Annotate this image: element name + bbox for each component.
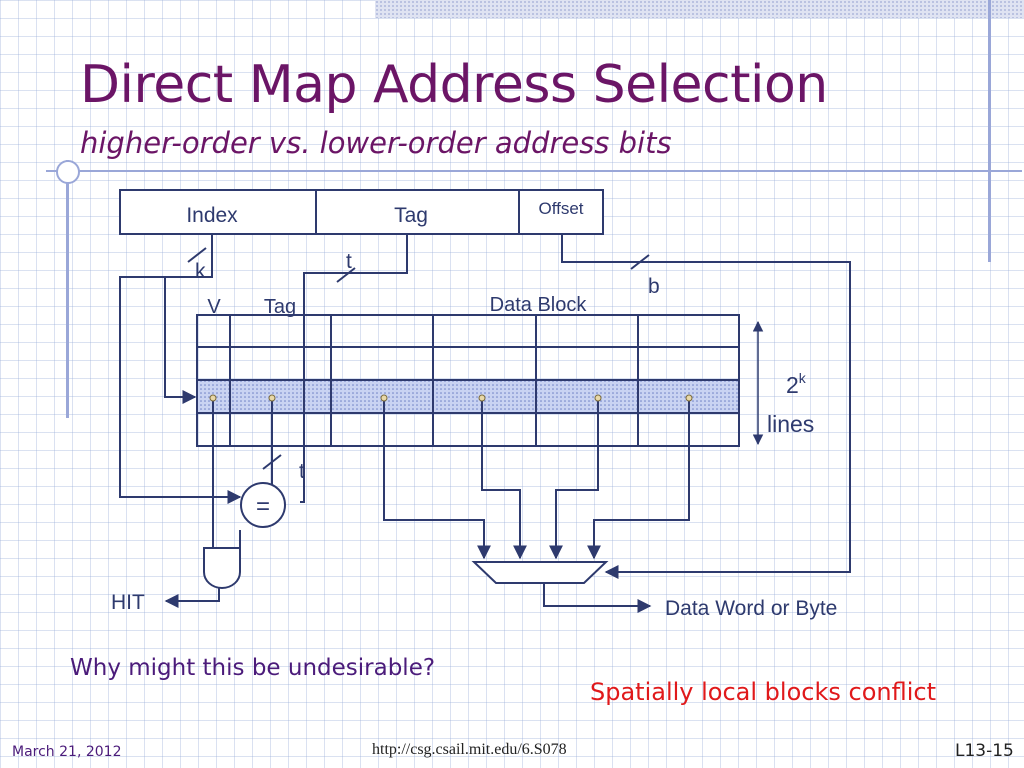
data-wire-2	[481, 398, 527, 560]
hit-wire	[164, 588, 220, 608]
slide-subtitle: higher-order vs. lower-order address bit…	[80, 126, 672, 160]
decorative-circle	[56, 160, 80, 184]
data-wire-4	[587, 398, 690, 560]
tag-column-label: Tag	[264, 296, 296, 318]
index-field-label: Index	[186, 204, 238, 227]
question-text: Why might this be undesirable?	[70, 655, 436, 681]
decorative-vertical-line-left	[66, 160, 69, 418]
decorative-vertical-line	[988, 0, 991, 262]
decorative-band	[375, 0, 1024, 18]
tag-wire	[300, 234, 408, 503]
lines-label: lines	[767, 411, 814, 437]
wires	[119, 234, 851, 613]
tag-field-label: Tag	[394, 204, 428, 227]
and-gate	[203, 547, 241, 589]
data-output-label: Data Word or Byte	[665, 597, 837, 620]
tag-comparator	[240, 482, 286, 528]
slide-title: Direct Map Address Selection	[80, 55, 828, 115]
answer-text: Spatially local blocks conflict	[590, 678, 936, 706]
data-out-wire	[543, 583, 652, 613]
index-width-label: k	[195, 260, 206, 283]
tag-width-label: t	[346, 250, 352, 273]
compare-width-label: t	[299, 460, 305, 483]
address-register	[119, 189, 604, 235]
comparator-symbol: =	[256, 493, 270, 520]
offset-wire	[561, 234, 851, 579]
offset-field-label: Offset	[538, 199, 583, 218]
selected-cache-line	[197, 380, 739, 413]
row-taps	[209, 394, 693, 402]
tag-field-box	[315, 189, 520, 235]
index-wire	[119, 234, 242, 504]
word-select-mux	[471, 561, 609, 584]
lines-count-base: 2k	[786, 370, 807, 398]
index-to-row-wire	[164, 277, 197, 404]
hit-label: HIT	[111, 591, 145, 614]
valid-column-label: V	[207, 296, 221, 318]
data-wire-3	[549, 398, 599, 560]
offset-width-label: b	[648, 275, 660, 298]
footer-url[interactable]: http://csg.csail.mit.edu/6.S078	[372, 741, 567, 758]
data-wire-1	[383, 398, 491, 560]
footer-page-number: L13-15	[955, 741, 1014, 761]
footer-date: March 21, 2012	[12, 744, 122, 760]
bus-width-ticks	[187, 247, 650, 470]
decorative-horizontal-line	[46, 170, 1022, 172]
data-block-label: Data Block	[490, 294, 588, 316]
offset-field-box	[518, 189, 604, 235]
cache-array	[196, 314, 740, 447]
